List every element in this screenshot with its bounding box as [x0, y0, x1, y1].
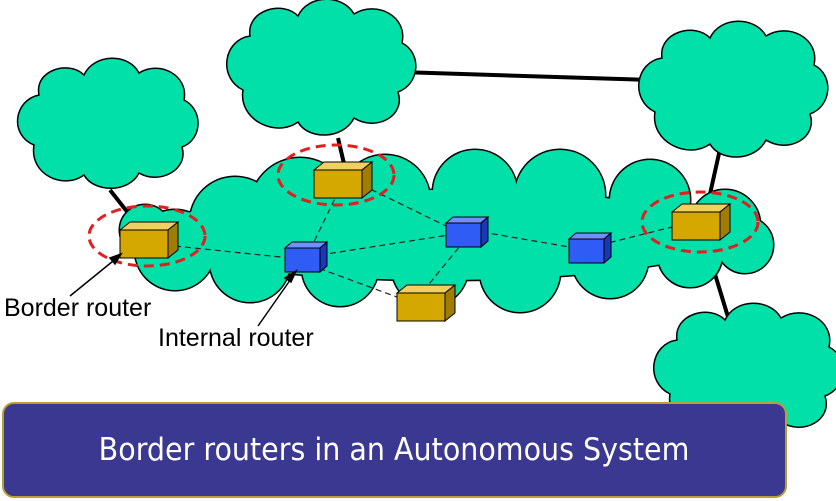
internal-links: [164, 184, 677, 301]
cloud-icon: [226, 0, 417, 136]
internal-router-icon: [567, 231, 613, 265]
cloud-icon: [638, 20, 829, 158]
caption-banner: Border routers in an Autonomous System: [2, 402, 787, 498]
border-router-highlights: [87, 143, 760, 268]
border-router-icon: [312, 160, 374, 200]
border-router-icon: [395, 283, 457, 323]
border-router-label: Border router: [4, 294, 152, 322]
internal-router-icon: [444, 215, 490, 249]
label-arrows: [69, 252, 298, 327]
border-router-icon: [670, 202, 732, 242]
caption-text: Border routers in an Autonomous System: [99, 432, 690, 468]
border-router-icon: [118, 220, 180, 260]
cloud-icon: [17, 57, 199, 189]
internal-router-icon: [283, 240, 329, 274]
internal-router-label: Internal router: [158, 324, 314, 352]
